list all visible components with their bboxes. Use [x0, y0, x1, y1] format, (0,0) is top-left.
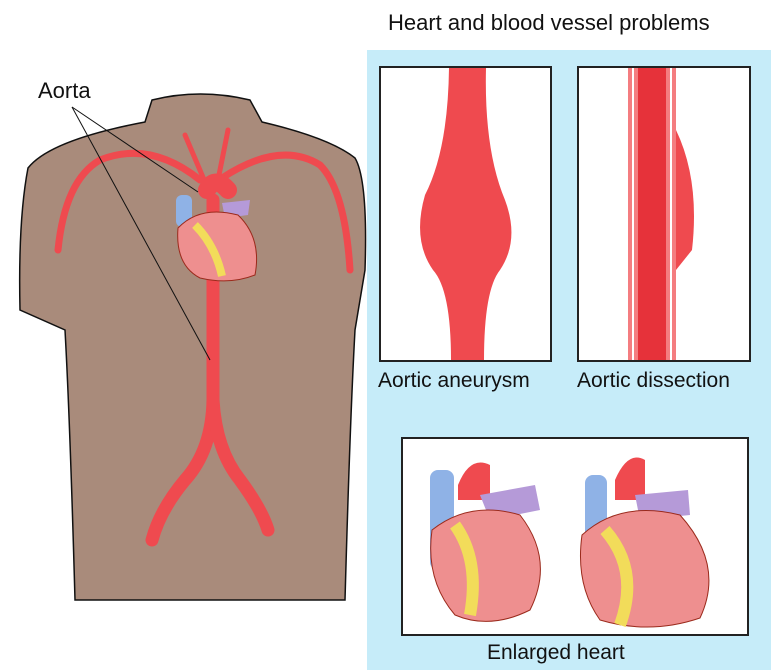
page-title: Heart and blood vessel problems: [388, 10, 710, 35]
aneurysm-vessel: [420, 68, 512, 360]
heart-small: [176, 195, 258, 282]
torso: [18, 93, 367, 601]
heart-enlarged: [579, 457, 710, 628]
aortic-dissection-label: Aortic dissection: [577, 369, 730, 392]
heart-normal: [430, 462, 541, 622]
aortic-aneurysm-label: Aortic aneurysm: [378, 369, 530, 392]
dissection-flap: [676, 130, 694, 270]
aorta-artery: [54, 127, 354, 547]
enlarged-heart-label: Enlarged heart: [487, 641, 625, 664]
aorta-label: Aorta: [38, 78, 91, 103]
